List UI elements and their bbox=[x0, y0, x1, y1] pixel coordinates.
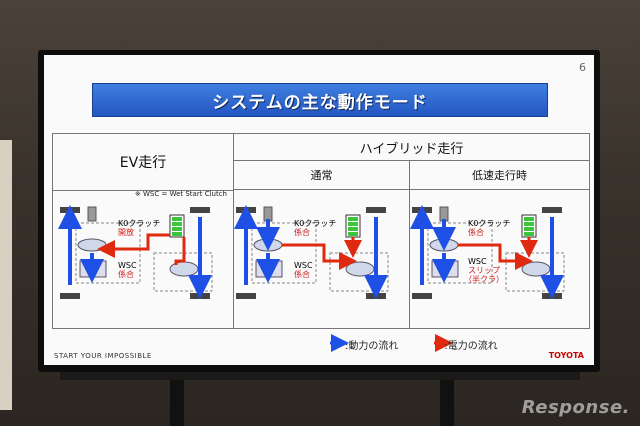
wheel bbox=[542, 207, 562, 213]
motor-icon bbox=[253, 238, 283, 252]
normal-k0-state: 係合 bbox=[294, 228, 310, 237]
battery-cell bbox=[348, 227, 358, 231]
normal-k0-label: K0クラッチ bbox=[294, 219, 337, 228]
ev-diagram bbox=[58, 205, 213, 299]
wheel bbox=[236, 207, 256, 213]
engine-icon bbox=[439, 206, 449, 222]
electric-arrow-rear bbox=[174, 237, 186, 265]
wheel bbox=[412, 207, 432, 213]
ev-wsc-state: 係合 bbox=[118, 270, 134, 279]
battery-cell bbox=[524, 217, 534, 221]
differential-icon bbox=[169, 261, 199, 277]
hybrid-header: ハイブリッド走行 bbox=[234, 134, 589, 161]
motor-icon bbox=[77, 238, 107, 252]
electric-arrow-gen bbox=[458, 243, 533, 270]
wsc-note: ※ WSC = Wet Start Clutch bbox=[134, 190, 227, 198]
battery-cell bbox=[172, 232, 182, 236]
mode-table: EV走行 ※ WSC = Wet Start Clutch ハイブリッド走行 通… bbox=[52, 133, 590, 329]
lowspeed-wsc-state-note: （半クラ） bbox=[464, 275, 504, 284]
ev-k0-label: K0クラッチ bbox=[118, 219, 161, 228]
battery-cell bbox=[524, 227, 534, 231]
battery-cell bbox=[172, 222, 182, 226]
rear-housing bbox=[505, 252, 565, 292]
wheel bbox=[60, 293, 80, 299]
lowspeed-k0-state: 係合 bbox=[468, 228, 484, 237]
electric-arrow-front bbox=[97, 233, 170, 258]
battery-cell bbox=[348, 217, 358, 221]
wheel bbox=[366, 293, 386, 299]
wheel bbox=[190, 293, 210, 299]
battery-cell bbox=[524, 232, 534, 236]
battery-cell bbox=[348, 232, 358, 236]
wheel bbox=[236, 293, 256, 299]
lowspeed-title: 低速走行時 bbox=[472, 169, 527, 182]
engine-icon bbox=[263, 206, 273, 222]
normal-wsc-label: WSC bbox=[294, 261, 313, 270]
lowspeed-header: 低速走行時 bbox=[410, 161, 589, 190]
battery-cell bbox=[524, 222, 534, 226]
legend-electric: :電力の流れ bbox=[444, 337, 497, 352]
wheel bbox=[60, 207, 80, 213]
stand-leg-right bbox=[440, 370, 454, 426]
stand-bar bbox=[60, 372, 580, 380]
lowspeed-wsc-state: スリップ bbox=[468, 266, 500, 275]
normal-divider bbox=[409, 190, 411, 328]
lowspeed-diagram bbox=[410, 205, 565, 299]
ev-note-area: ※ WSC = Wet Start Clutch bbox=[53, 190, 234, 328]
footer-slogan: START YOUR IMPOSSIBLE bbox=[54, 352, 152, 360]
wheel bbox=[366, 207, 386, 213]
footer-logo-text: TOYOTA bbox=[548, 351, 584, 360]
normal-wsc-state: 係合 bbox=[294, 270, 310, 279]
normal-title: 通常 bbox=[310, 169, 333, 182]
watermark: Response. bbox=[521, 397, 630, 418]
rear-housing bbox=[153, 252, 213, 292]
slide-title: システムの主な動作モード bbox=[92, 83, 548, 117]
wheel bbox=[190, 207, 210, 213]
differential-icon bbox=[521, 261, 551, 277]
legend-power-label: :動力の流れ bbox=[345, 341, 399, 352]
lowspeed-k0-label: K0クラッチ bbox=[468, 219, 511, 228]
hybrid-title: ハイブリッド走行 bbox=[359, 141, 464, 157]
battery-cell bbox=[172, 217, 182, 221]
engine-housing bbox=[75, 222, 141, 284]
legend-electric-label: :電力の流れ bbox=[444, 341, 498, 352]
wheel bbox=[412, 293, 432, 299]
ev-header: EV走行 bbox=[53, 134, 234, 191]
ev-k0-state: 開放 bbox=[118, 228, 134, 237]
engine-housing bbox=[251, 222, 317, 284]
engine-icon bbox=[87, 206, 97, 222]
electric-arrow-gen bbox=[282, 243, 357, 270]
motor-icon bbox=[429, 238, 459, 252]
wheel bbox=[542, 293, 562, 299]
stand-leg-left bbox=[170, 370, 184, 426]
lowspeed-wsc-label: WSC bbox=[468, 257, 487, 266]
normal-diagram bbox=[234, 205, 389, 299]
differential-icon bbox=[345, 261, 375, 277]
presentation-slide: 6 システムの主な動作モード EV走行 ※ WSC = Wet Start Cl… bbox=[44, 55, 594, 365]
powertrain-diagrams bbox=[58, 205, 565, 352]
engine-housing bbox=[427, 222, 493, 284]
wall-panel-left bbox=[0, 140, 12, 410]
battery-cell bbox=[172, 227, 182, 231]
legend: :動力の流れ :電力の流れ bbox=[329, 337, 498, 352]
page-number: 6 bbox=[579, 61, 586, 74]
battery-cell bbox=[348, 222, 358, 226]
rear-housing bbox=[329, 252, 389, 292]
ev-title: EV走行 bbox=[119, 155, 167, 171]
legend-power: :動力の流れ bbox=[345, 337, 398, 352]
normal-header: 通常 bbox=[234, 161, 410, 190]
ev-wsc-label: WSC bbox=[118, 261, 137, 270]
